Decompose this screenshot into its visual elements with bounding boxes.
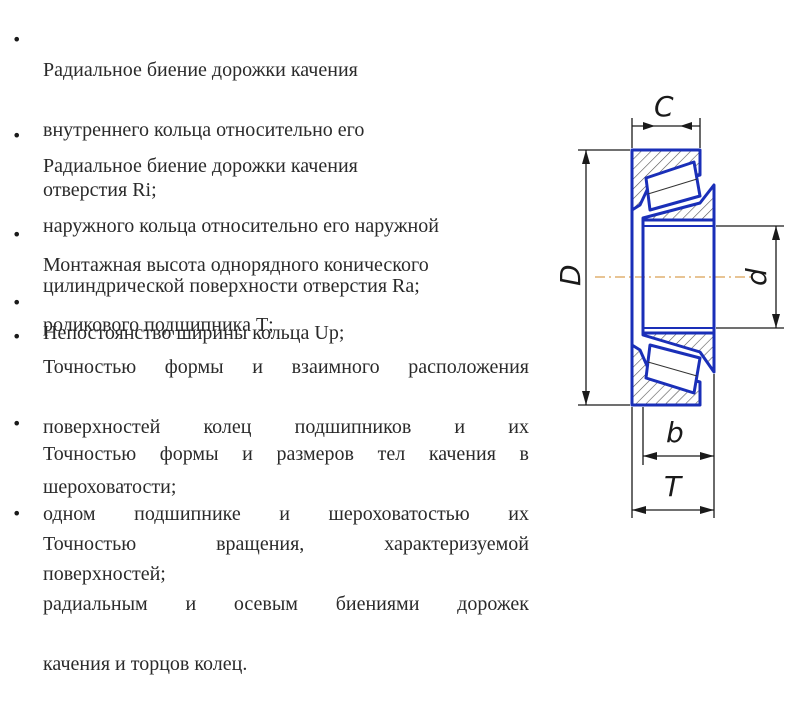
arrow xyxy=(680,122,692,130)
text-line: Монтажная высота однорядного конического xyxy=(43,254,429,276)
arrow xyxy=(700,452,714,460)
list-item: • Радиальное биение дорожки качения нару… xyxy=(0,121,540,297)
list-item-text: Монтажная высота однорядного конического… xyxy=(43,220,529,370)
list-item-text: Радиальное биение дорожки качения наружн… xyxy=(43,121,529,331)
bullet: • xyxy=(12,126,22,145)
bullet: • xyxy=(12,327,22,346)
inner-ring-bottom xyxy=(641,331,716,374)
list-item: • Точностью формы и взаимного расположен… xyxy=(0,322,540,498)
text-line: наружного кольца относительно его наружн… xyxy=(43,215,439,237)
bullet: • xyxy=(12,293,22,312)
list-item-text: Точностью формы и взаимного расположения… xyxy=(43,322,529,532)
roller-axis xyxy=(647,361,698,377)
label-d-bore: d xyxy=(740,268,773,286)
label-d-outer: D xyxy=(554,264,587,286)
list-item: • Точностью формы и размеров тел качения… xyxy=(0,409,540,585)
bullet: • xyxy=(12,504,22,523)
arrow xyxy=(643,452,657,460)
list-item-text: Точностью вращения, характеризуемой ради… xyxy=(43,499,529,709)
text-line: Непостоянство ширины кольца Up; xyxy=(43,322,345,344)
bullet: • xyxy=(12,225,22,244)
bullet: • xyxy=(12,30,22,49)
list-item-text: Непостоянство ширины кольца Up; xyxy=(43,288,529,378)
text-line: внутреннего кольца относительно его xyxy=(43,119,365,141)
label-t: T xyxy=(664,470,683,503)
label-b: b xyxy=(666,416,684,449)
arrow xyxy=(772,314,780,328)
text-line: радиальным и осевым биениями дорожек xyxy=(43,593,529,615)
text-line: качения и торцов колец. xyxy=(43,653,248,675)
list-item: • Непостоянство ширины кольца Up; xyxy=(0,288,540,344)
text-line: отверстия Ri; xyxy=(43,179,157,201)
text-line: Точностью формы и взаимного расположения xyxy=(43,356,529,378)
text-line: роликового подшипника Т; xyxy=(43,314,274,336)
text-line: цилиндрической поверхности отверстия Ra; xyxy=(43,275,420,297)
bullet: • xyxy=(12,414,22,433)
list-item: • Точностью вращения, характеризуемой ра… xyxy=(0,499,540,675)
text-line: поверхностей колец подшипников и их xyxy=(43,416,529,438)
inner-ring-top xyxy=(641,183,716,222)
arrow xyxy=(643,122,655,130)
arrow xyxy=(632,506,646,514)
arrow xyxy=(582,391,590,405)
text-line: шероховатости; xyxy=(43,476,177,498)
text-line: поверхностей; xyxy=(43,563,166,585)
roller-axis xyxy=(647,178,698,195)
list-item: • Монтажная высота однорядного коническо… xyxy=(0,220,540,336)
tapered-roller-bearing-drawing: C D d b T xyxy=(554,90,784,518)
list-item-text: Радиальное биение дорожки качения внутре… xyxy=(43,25,529,235)
list-item-text: Точностью формы и размеров тел качения в… xyxy=(43,409,529,619)
text-line: Точностью вращения, характеризуемой xyxy=(43,533,529,555)
arrow xyxy=(700,506,714,514)
arrow xyxy=(582,150,590,164)
text-line: Радиальное биение дорожки качения xyxy=(43,155,358,177)
list-item: • Радиальное биение дорожки качения внут… xyxy=(0,25,540,201)
label-c: C xyxy=(654,90,674,123)
arrow xyxy=(772,226,780,240)
text-line: одном подшипнике и шероховатостью их xyxy=(43,503,529,525)
text-line: Точностью формы и размеров тел качения в xyxy=(43,443,529,465)
text-line: Радиальное биение дорожки качения xyxy=(43,59,358,81)
